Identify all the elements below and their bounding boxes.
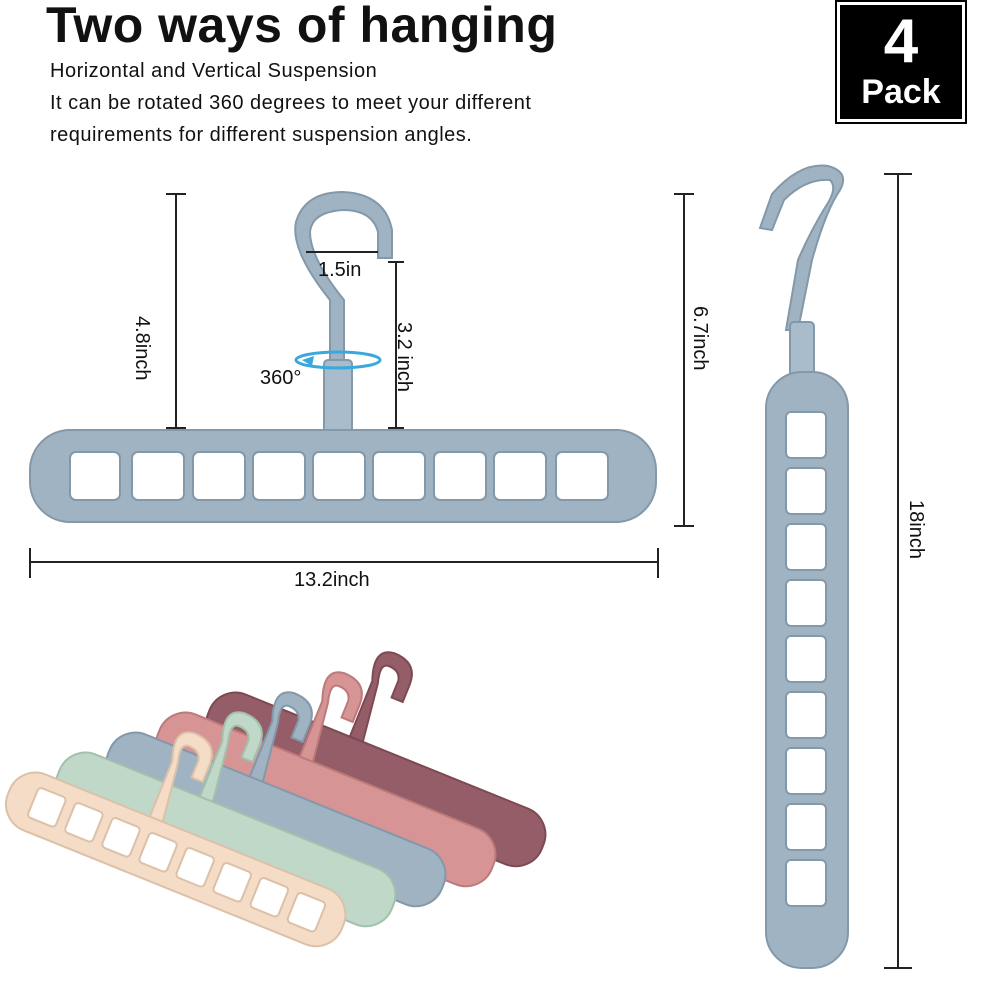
horizontal-hanger-hook bbox=[294, 190, 393, 381]
hole bbox=[785, 635, 827, 683]
hole bbox=[785, 411, 827, 459]
headline: Two ways of hanging bbox=[46, 0, 558, 53]
hole bbox=[785, 523, 827, 571]
dimension-lines bbox=[29, 173, 912, 969]
hole bbox=[785, 579, 827, 627]
hole bbox=[785, 859, 827, 907]
horizontal-hanger bbox=[29, 190, 657, 523]
rotation-arrow-icon bbox=[294, 350, 382, 370]
hole bbox=[433, 451, 487, 501]
hole bbox=[252, 451, 306, 501]
hole bbox=[785, 747, 827, 795]
hole bbox=[785, 691, 827, 739]
subtitle-line-2: It can be rotated 360 degrees to meet yo… bbox=[50, 92, 532, 114]
hole bbox=[312, 451, 366, 501]
subtitle-line-3: requirements for different suspension an… bbox=[50, 124, 473, 146]
pack-label: Pack bbox=[861, 73, 941, 111]
pack-count-badge: 4 Pack bbox=[835, 0, 967, 124]
hole bbox=[372, 451, 426, 501]
hanger-stack bbox=[5, 651, 547, 948]
vertical-hanger-hook bbox=[758, 164, 844, 331]
vertical-length-label: 18inch bbox=[905, 500, 927, 559]
hook-width-label: 1.5in bbox=[318, 259, 361, 281]
height-left-label: 4.8inch bbox=[131, 316, 153, 381]
hole bbox=[785, 803, 827, 851]
horizontal-hanger-holes bbox=[69, 451, 609, 501]
vertical-hanger-holes bbox=[785, 411, 827, 907]
width-label: 13.2inch bbox=[294, 569, 370, 591]
hole bbox=[785, 467, 827, 515]
height-right-label: 6.7inch bbox=[689, 306, 711, 371]
horizontal-hanger-swivel bbox=[323, 359, 353, 441]
hanger-cream bbox=[5, 731, 347, 948]
hole bbox=[69, 451, 121, 501]
subtitle-line-1: Horizontal and Vertical Suspension bbox=[50, 60, 378, 82]
hole bbox=[555, 451, 609, 501]
rotation-label: 360° bbox=[260, 367, 301, 389]
hole bbox=[493, 451, 547, 501]
hole bbox=[131, 451, 185, 501]
hole bbox=[192, 451, 246, 501]
pack-count: 4 bbox=[883, 7, 919, 76]
hook-height-label: 3.2 inch bbox=[393, 322, 415, 392]
vertical-hanger bbox=[758, 164, 849, 969]
